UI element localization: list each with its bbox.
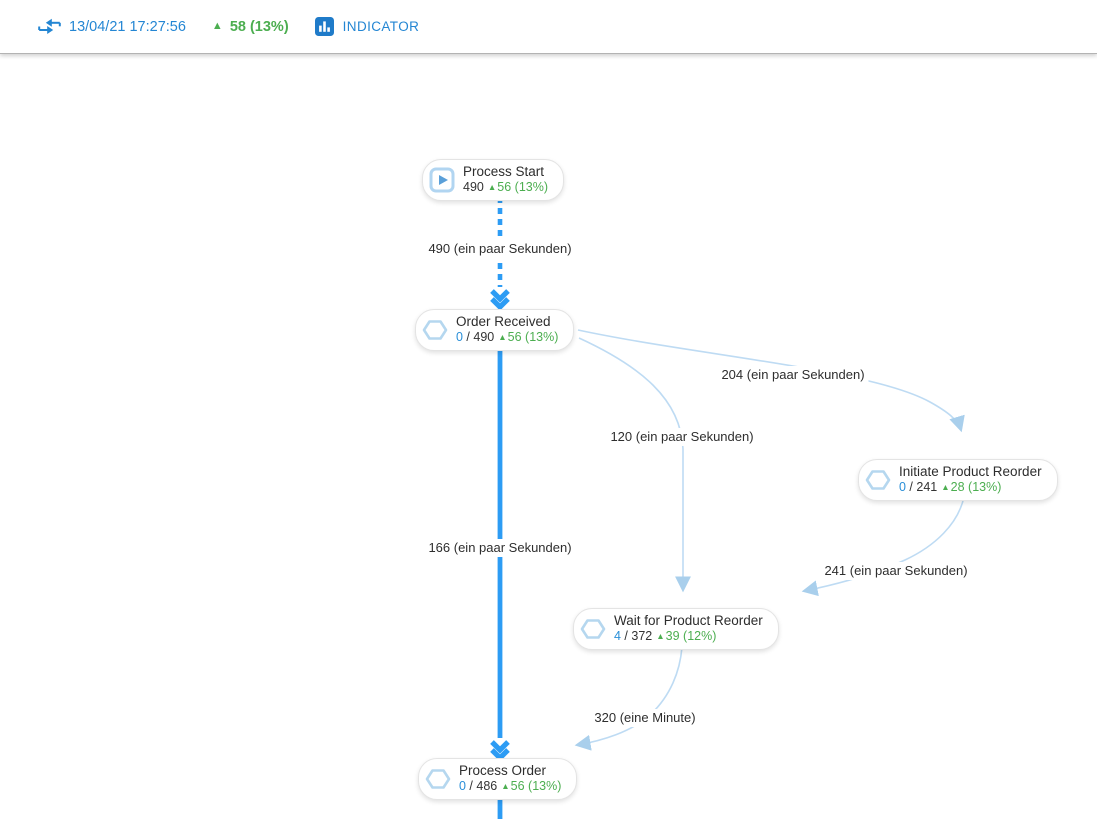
node-initiate-product-reorder[interactable]: Initiate Product Reorder 0 / 241▲28 (13%… xyxy=(858,459,1058,501)
node-title: Process Order xyxy=(459,763,547,778)
node-wait-for-product-reorder[interactable]: Wait for Product Reorder 4 / 372▲39 (12%… xyxy=(573,608,779,650)
timestamp: 13/04/21 17:27:56 xyxy=(69,18,186,35)
node-title: Order Received xyxy=(456,314,551,329)
trend-up-icon: ▲ xyxy=(501,781,510,791)
trend-indicator: ▲ 58 (13%) xyxy=(212,19,289,35)
chevron-arrow-order xyxy=(490,289,510,311)
toolbar: 13/04/21 17:27:56 ▲ 58 (13%) INDICATOR xyxy=(0,0,1097,54)
node-stats: 0 / 486▲56 (13%) xyxy=(459,779,562,793)
trend-up-icon: ▲ xyxy=(487,182,497,192)
edge-label-204: 204 (ein paar Sekunden) xyxy=(717,366,869,384)
node-stats: 0 / 490▲56 (13%) xyxy=(456,330,559,344)
node-process-order[interactable]: Process Order 0 / 486▲56 (13%) xyxy=(418,758,578,800)
trend-value: 58 (13%) xyxy=(229,18,289,35)
process-diagram: 490 (ein paar Sekunden) 204 (ein paar Se… xyxy=(0,54,1097,819)
compare-arrows-icon xyxy=(38,18,61,34)
node-process-start[interactable]: Process Start 490▲56 (13%) xyxy=(422,159,565,201)
edge-241 xyxy=(801,496,965,597)
edge-label-320: 320 (eine Minute) xyxy=(590,709,700,727)
timestamp-control[interactable]: 13/04/21 17:27:56 xyxy=(38,18,186,35)
node-title: Process Start xyxy=(463,164,545,179)
play-icon xyxy=(429,167,455,193)
indicator-button[interactable]: INDICATOR xyxy=(314,17,420,36)
trend-up-icon: ▲ xyxy=(656,631,665,641)
node-title: Wait for Product Reorder xyxy=(614,613,763,628)
node-title: Initiate Product Reorder xyxy=(899,464,1042,479)
edge-label-120: 120 (ein paar Sekunden) xyxy=(606,428,758,446)
node-stats: 490▲56 (13%) xyxy=(463,180,549,194)
edge-label-490: 490 (ein paar Sekunden) xyxy=(424,240,576,258)
edge-120 xyxy=(578,337,691,593)
bar-chart-icon xyxy=(314,17,334,36)
trend-up-icon: ▲ xyxy=(498,332,507,342)
indicator-label: INDICATOR xyxy=(342,19,420,34)
node-stats: 0 / 241▲28 (13%) xyxy=(899,480,1002,494)
edge-label-166: 166 (ein paar Sekunden) xyxy=(424,539,576,557)
chevron-arrow-process xyxy=(490,740,510,762)
hexagon-icon xyxy=(580,619,606,639)
node-stats: 4 / 372▲39 (12%) xyxy=(614,629,717,643)
trend-up-icon: ▲ xyxy=(941,482,950,492)
node-order-received[interactable]: Order Received 0 / 490▲56 (13%) xyxy=(415,309,575,351)
trend-up-icon: ▲ xyxy=(211,20,223,32)
hexagon-icon xyxy=(425,769,451,789)
hexagon-icon xyxy=(865,470,891,490)
edge-320 xyxy=(574,646,683,751)
edge-label-241: 241 (ein paar Sekunden) xyxy=(820,562,972,580)
hexagon-icon xyxy=(422,320,448,340)
